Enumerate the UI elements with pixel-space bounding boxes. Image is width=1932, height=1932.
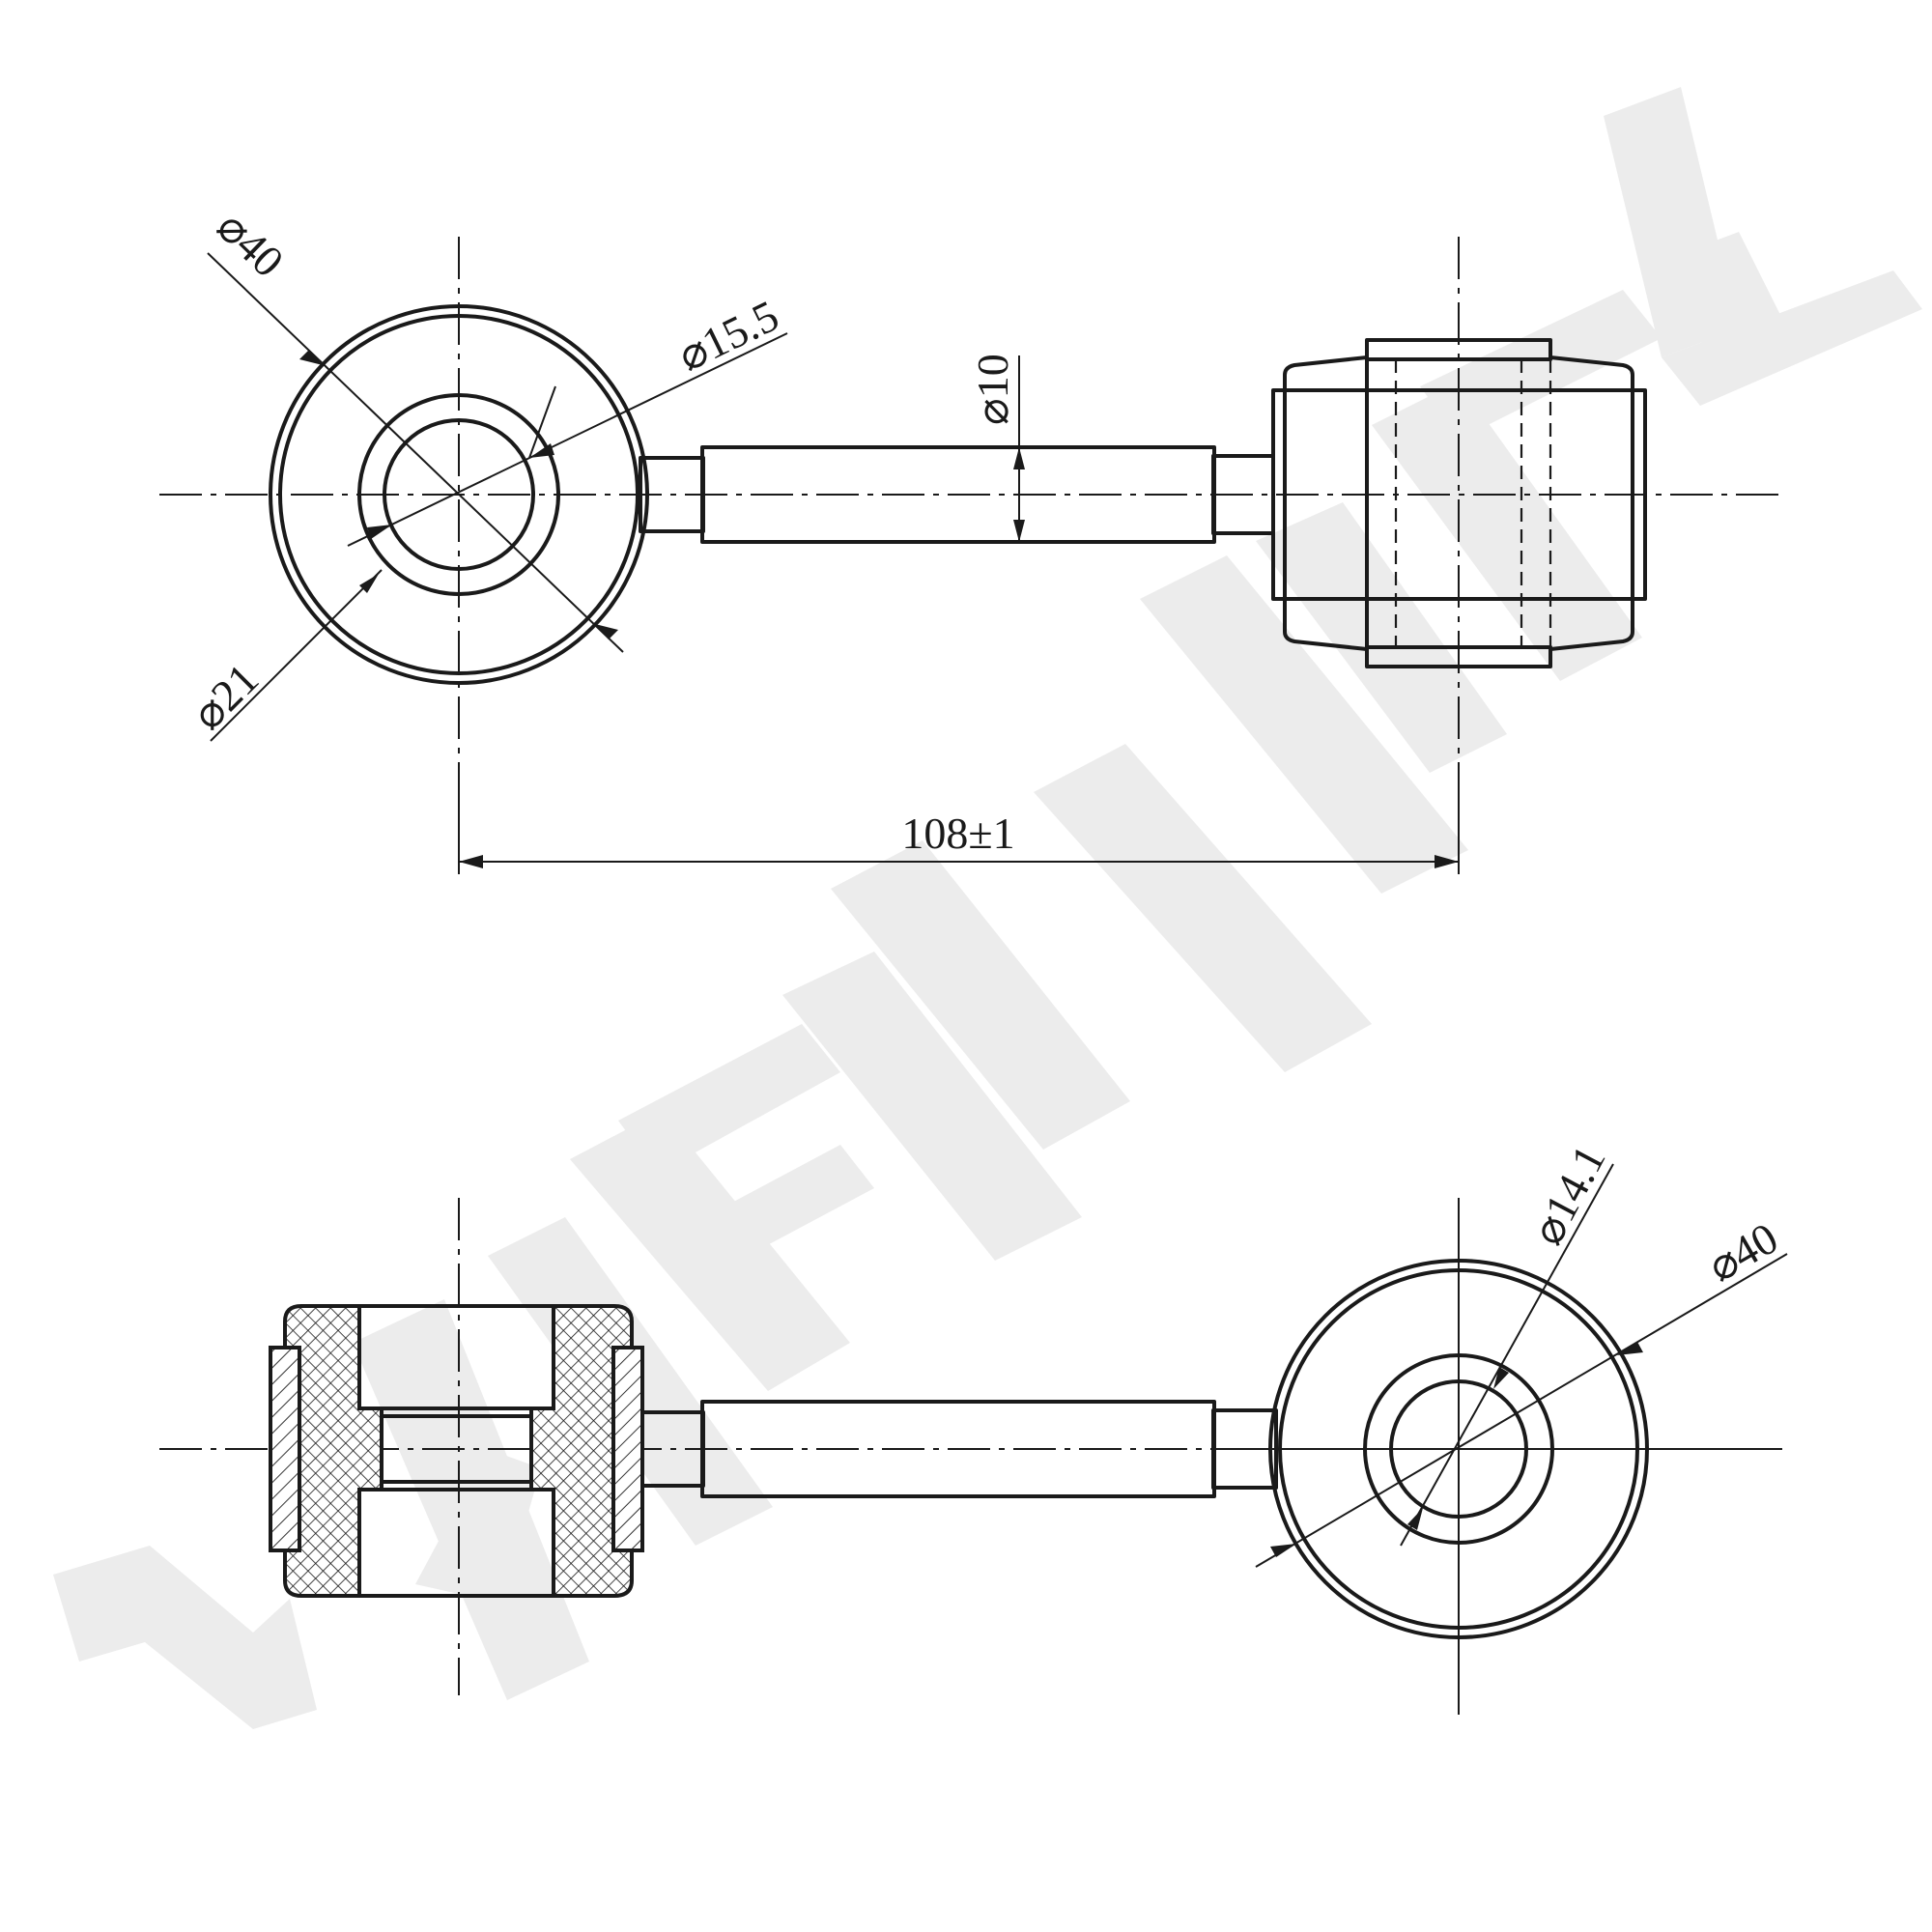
dim-top-inner-dia: ⌀15.5 xyxy=(347,291,788,547)
dim-top-rod-dia-label: ⌀10 xyxy=(968,354,1017,425)
dim-bottom-outer-dia: ⌀40 xyxy=(1255,1213,1788,1568)
dim-top-rod-dia: ⌀10 xyxy=(968,354,1025,542)
dim-top-boss-dia-label: ⌀21 xyxy=(183,654,268,739)
dim-bottom-inner-dia-label: ⌀14.1 xyxy=(1522,1137,1615,1252)
dim-top-inner-dia-label: ⌀15.5 xyxy=(670,291,786,381)
dim-bottom-inner-dia: ⌀14.1 xyxy=(1400,1137,1615,1547)
top-rod xyxy=(639,445,1275,544)
dim-length-label: 108±1 xyxy=(901,809,1014,858)
dim-top-boss-dia: ⌀21 xyxy=(183,569,383,742)
bottom-bushing-section xyxy=(269,1304,644,1598)
top-eye-joint xyxy=(269,304,649,685)
bottom-eye-joint xyxy=(1246,1236,1782,1715)
dim-length: 108±1 xyxy=(458,763,1460,874)
top-bushing-housing xyxy=(1271,338,1647,668)
top-view: ⌀40 ⌀15.5 ⌀21 ⌀10 xyxy=(159,202,1782,874)
dim-top-outer-dia-label: ⌀40 xyxy=(208,202,293,287)
dim-bottom-outer-dia-label: ⌀40 xyxy=(1700,1213,1786,1292)
